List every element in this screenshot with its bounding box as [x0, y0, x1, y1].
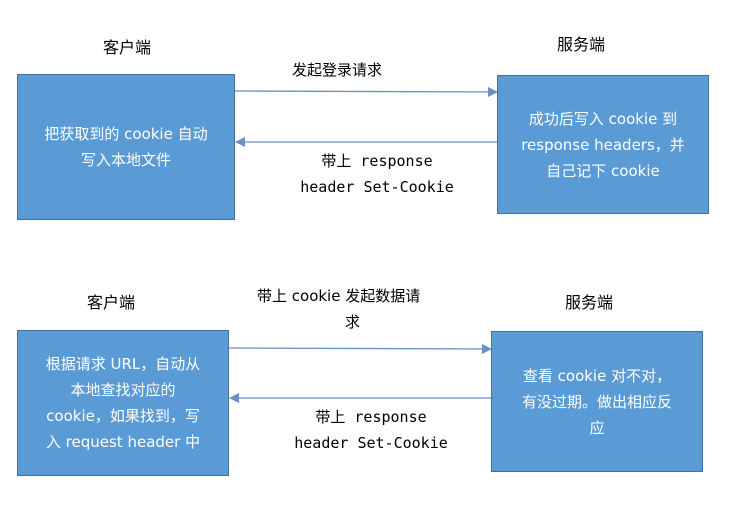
server-box-1-line-2: response headers，并 — [521, 135, 685, 154]
client-box-2-line-3: cookie，如果找到，写 — [46, 407, 200, 425]
login-request-arrow — [234, 86, 498, 97]
data-request-label-line-1: 带上 cookie 发起数据请 — [257, 287, 421, 305]
server-box-2-line-2: 有没过期。做出相应反 — [521, 392, 672, 411]
set-cookie-label-2-line-1: 带上 response — [315, 408, 427, 426]
data-request-label-line-2: 求 — [345, 313, 361, 331]
set-cookie-label-1-line-1: 带上 response — [321, 152, 433, 170]
client-box-2-line-1: 根据请求 URL，自动从 — [45, 355, 201, 373]
client-box-1: 把获取到的 cookie 自动 写入本地文件 — [17, 74, 235, 220]
client-title-1: 客户端 — [103, 38, 152, 57]
set-cookie-label-2-line-2: header Set-Cookie — [294, 434, 448, 452]
client-box-2-line-4: 入 request header 中 — [45, 433, 201, 451]
server-box-2-line-1: 查看 cookie 对不对， — [522, 366, 672, 385]
data-request-label: 带上 cookie 发起数据请 求 — [257, 283, 420, 335]
client-box-2-line-2: 本地查找对应的 — [70, 381, 176, 399]
server-box-2-line-3: 应 — [589, 418, 605, 437]
set-cookie-label-1: 带上 response header Set-Cookie — [292, 148, 462, 200]
client-box-1-line-1: 把获取到的 cookie 自动 — [44, 125, 208, 143]
server-box-1-line-1: 成功后写入 cookie 到 — [528, 109, 678, 128]
server-box-1: 成功后写入 cookie 到 response headers，并 自己记下 c… — [497, 75, 709, 214]
server-title-2: 服务端 — [565, 293, 614, 312]
login-request-label: 发起登录请求 — [292, 61, 383, 79]
server-box-2: 查看 cookie 对不对， 有没过期。做出相应反 应 — [491, 331, 703, 472]
client-box-1-line-2: 写入本地文件 — [80, 151, 171, 169]
data-request-arrow — [228, 343, 492, 354]
server-box-1-line-3: 自己记下 cookie — [546, 161, 660, 180]
set-cookie-label-1-line-2: header Set-Cookie — [300, 178, 454, 196]
set-cookie-label-2: 带上 response header Set-Cookie — [286, 404, 456, 456]
server-title-1: 服务端 — [557, 35, 606, 54]
client-box-2: 根据请求 URL，自动从 本地查找对应的 cookie，如果找到，写 入 req… — [17, 330, 229, 476]
client-title-2: 客户端 — [87, 293, 136, 312]
